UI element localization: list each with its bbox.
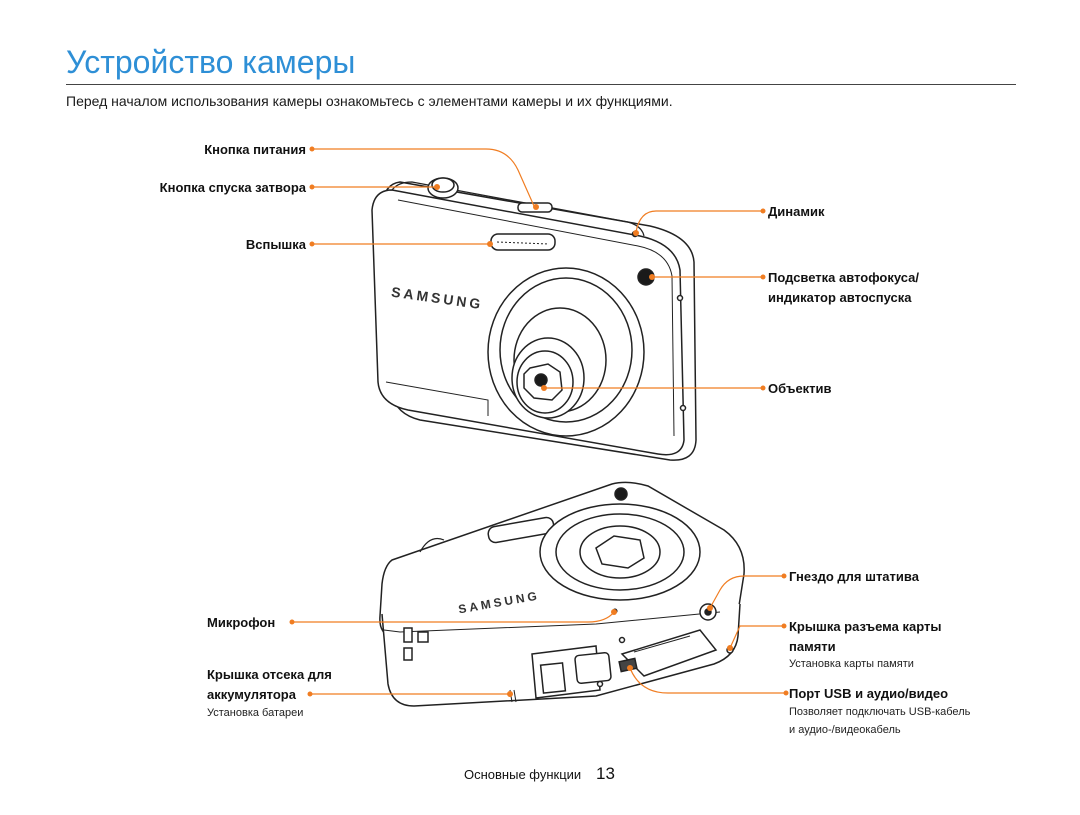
label-lens: Объектив [768, 381, 832, 396]
label-card-cover-line1: Крышка разъема карты [789, 619, 942, 634]
camera-front-illustration [371, 177, 697, 461]
callout-dot [541, 385, 547, 391]
footer-section-name: Основные функции [464, 767, 582, 782]
page-number: 13 [596, 764, 615, 783]
callout-dot [289, 619, 295, 625]
title-divider [66, 84, 1016, 85]
label-shutter-button: Кнопка спуска затвора [159, 180, 306, 195]
callout-dot [783, 690, 789, 696]
callout-dot [434, 184, 440, 190]
callout-dot [309, 184, 315, 190]
label-battery-cover-line1: Крышка отсека для [207, 667, 332, 682]
page-title: Устройство камеры [66, 44, 356, 80]
callout-dot [649, 274, 655, 280]
callout-dot [760, 274, 766, 280]
intro-text: Перед началом использования камеры ознак… [66, 93, 673, 109]
callout-dot [633, 230, 639, 236]
note-usb-line1: Позволяет подключать USB-кабель [789, 706, 971, 718]
callout-dot [627, 665, 633, 671]
label-speaker: Динамик [768, 204, 825, 219]
callout-line-card-cover [729, 625, 784, 649]
label-af-lamp-line1: Подсветка автофокуса/ [768, 270, 919, 285]
callout-dot [727, 645, 733, 651]
callout-dot [781, 623, 787, 629]
label-microphone: Микрофон [207, 615, 276, 630]
label-battery-cover-line2: аккумулятора [207, 687, 296, 702]
callout-dot [307, 691, 313, 697]
callout-line-power [312, 148, 535, 207]
callout-dot [760, 385, 766, 391]
callout-dot [507, 691, 513, 697]
callout-dot [487, 241, 493, 247]
label-tripod-mount: Гнездо для штатива [789, 569, 919, 584]
label-usb-port: Порт USB и аудио/видео [789, 686, 949, 701]
callout-dot [309, 146, 315, 152]
callout-dot [533, 204, 539, 210]
callout-dot [309, 241, 315, 247]
callout-dot [611, 609, 617, 615]
callout-dot [781, 573, 787, 579]
label-power-button: Кнопка питания [204, 142, 306, 157]
note-usb-line2: и аудио-/видеокабель [789, 724, 901, 736]
camera-bottom-illustration [379, 481, 745, 707]
label-flash: Вспышка [245, 237, 306, 252]
callout-dot [760, 208, 766, 214]
callout-line-tripod [709, 575, 784, 609]
note-battery-install: Установка батареи [207, 707, 304, 719]
callout-line-usb [629, 667, 786, 694]
label-af-lamp-line2: индикатор автоспуска [768, 290, 912, 305]
note-card-install: Установка карты памяти [789, 658, 914, 670]
callout-line-speaker [635, 210, 763, 233]
label-card-cover-line2: памяти [789, 639, 836, 654]
callout-dot [707, 605, 713, 611]
